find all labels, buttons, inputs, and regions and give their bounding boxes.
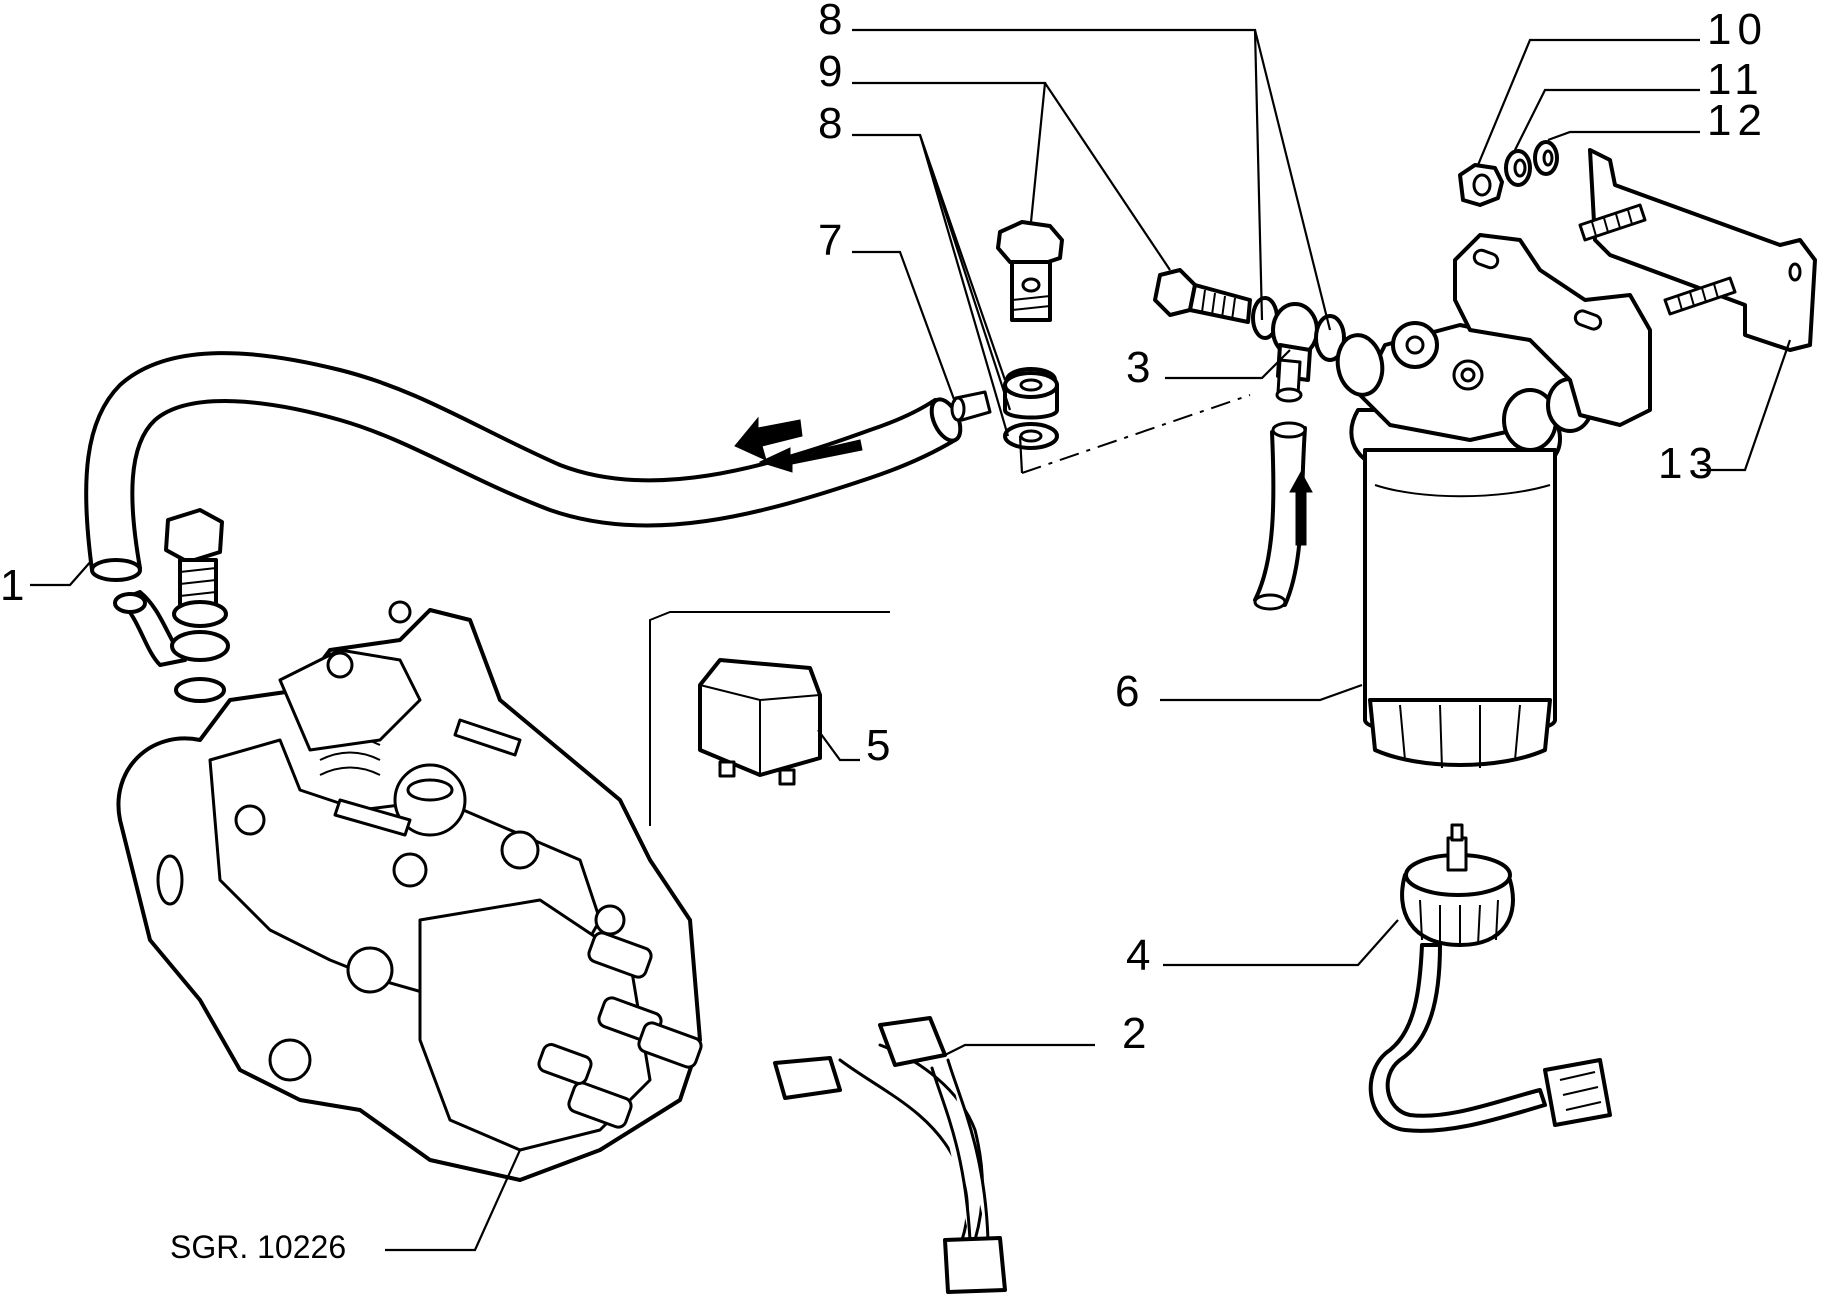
water-sensor [1368, 823, 1612, 1133]
callout-1: 1 [0, 561, 24, 610]
hose-connector [950, 390, 992, 422]
callout-10: 10 [1707, 5, 1768, 54]
filter-banjo-bolt [1153, 268, 1346, 403]
filter-mount [1453, 233, 1652, 427]
fuel-filter [1349, 408, 1562, 769]
injection-pump [116, 600, 703, 1182]
banjo-fitting [1003, 371, 1059, 420]
drawing-reference: SGR. 10226 [170, 1229, 346, 1265]
callout-2: 2 [1122, 1009, 1146, 1058]
return-hose [1253, 421, 1313, 611]
callout-5: 5 [866, 721, 890, 770]
fuel-hose [84, 351, 963, 582]
filter-head [1335, 321, 1594, 452]
spring-washer [1504, 149, 1532, 187]
wiring-harness [773, 1016, 1007, 1294]
flat-washer [1533, 140, 1559, 176]
callout-13: 13 [1658, 439, 1719, 488]
nut [1458, 163, 1504, 207]
callout-8-lower: 8 [818, 99, 842, 148]
callout-labels: 1 2 3 4 5 6 7 8 8 9 10 11 12 13 SGR. 102… [0, 0, 1768, 1265]
lower-sealing-washer [1003, 422, 1059, 450]
callout-3: 3 [1126, 343, 1150, 392]
callout-8-upper: 8 [818, 0, 842, 44]
mounting-bracket [1578, 148, 1817, 352]
callout-7: 7 [818, 216, 842, 265]
callout-4: 4 [1126, 931, 1150, 980]
callout-11: 11 [1707, 55, 1765, 104]
inlet-elbow [113, 590, 187, 667]
callout-12: 12 [1707, 96, 1768, 145]
leader-lines [30, 28, 1792, 1252]
banjo-bolt-vertical [996, 220, 1064, 322]
callout-9: 9 [818, 47, 842, 96]
pump-banjo-bolt [164, 508, 230, 703]
relay [649, 611, 890, 826]
callout-6: 6 [1115, 667, 1139, 716]
